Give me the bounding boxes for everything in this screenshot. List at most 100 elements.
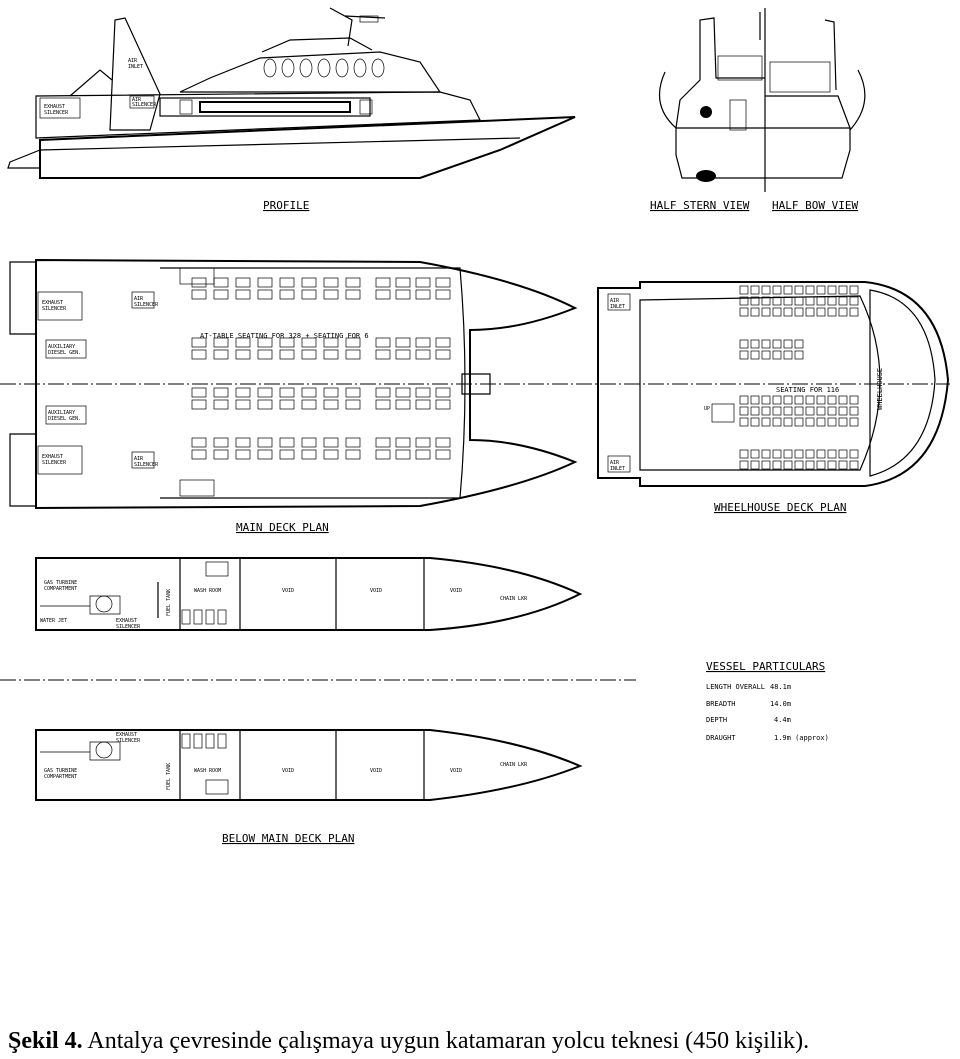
particular-value: 1.9m (approx) bbox=[774, 734, 829, 742]
seat bbox=[761, 339, 771, 349]
svg-text:EXHAUST: EXHAUST bbox=[116, 618, 137, 624]
seat bbox=[783, 460, 793, 470]
seat bbox=[794, 406, 804, 416]
svg-text:VOID: VOID bbox=[282, 588, 294, 594]
seat bbox=[395, 387, 411, 398]
seat bbox=[761, 460, 771, 470]
svg-text:CHAIN LKR: CHAIN LKR bbox=[500, 762, 528, 768]
seat bbox=[301, 387, 317, 398]
seat bbox=[761, 406, 771, 416]
seat bbox=[279, 337, 295, 348]
seat bbox=[191, 449, 207, 460]
seat bbox=[279, 349, 295, 360]
seat bbox=[838, 417, 848, 427]
seat bbox=[395, 337, 411, 348]
seat bbox=[838, 285, 848, 295]
seat bbox=[739, 395, 749, 405]
seat bbox=[772, 417, 782, 427]
svg-text:AIR: AIR bbox=[132, 97, 142, 103]
seat bbox=[750, 307, 760, 317]
seat bbox=[750, 350, 760, 360]
seat bbox=[816, 406, 826, 416]
seat bbox=[827, 449, 837, 459]
seat bbox=[794, 307, 804, 317]
seat bbox=[772, 350, 782, 360]
seat bbox=[783, 395, 793, 405]
seat bbox=[395, 437, 411, 448]
seat bbox=[794, 350, 804, 360]
seat bbox=[395, 399, 411, 410]
svg-text:EXHAUST: EXHAUST bbox=[42, 454, 63, 460]
seat bbox=[816, 417, 826, 427]
seat bbox=[213, 399, 229, 410]
seat bbox=[750, 339, 760, 349]
seat bbox=[257, 277, 273, 288]
seat bbox=[301, 277, 317, 288]
seat bbox=[235, 349, 251, 360]
svg-text:FUEL TANK: FUEL TANK bbox=[166, 589, 172, 616]
seat bbox=[772, 406, 782, 416]
seat bbox=[415, 387, 431, 398]
seat bbox=[257, 437, 273, 448]
vessel-particulars-title: VESSEL PARTICULARS bbox=[706, 660, 825, 673]
seat bbox=[794, 296, 804, 306]
seat bbox=[279, 449, 295, 460]
seat bbox=[345, 349, 361, 360]
seat bbox=[257, 449, 273, 460]
seat bbox=[761, 395, 771, 405]
seat bbox=[827, 417, 837, 427]
seat bbox=[838, 460, 848, 470]
seat bbox=[415, 349, 431, 360]
seat bbox=[435, 387, 451, 398]
svg-text:AIR: AIR bbox=[128, 58, 138, 64]
seat bbox=[415, 289, 431, 300]
wash-room-fixtures-top bbox=[181, 609, 227, 625]
seat bbox=[783, 296, 793, 306]
svg-text:AIR: AIR bbox=[134, 456, 144, 462]
seat bbox=[375, 277, 391, 288]
svg-text:SILENCER: SILENCER bbox=[134, 462, 159, 468]
figure-caption-text: Antalya çevresinde çalışmaya uygun katam… bbox=[87, 1028, 810, 1054]
seat bbox=[805, 417, 815, 427]
seat bbox=[783, 449, 793, 459]
half-stern-view-title: HALF STERN VIEW bbox=[650, 199, 750, 212]
seat bbox=[849, 460, 859, 470]
seat bbox=[827, 307, 837, 317]
svg-text:VOID: VOID bbox=[282, 768, 294, 774]
seat bbox=[415, 399, 431, 410]
svg-text:VOID: VOID bbox=[370, 768, 382, 774]
seat bbox=[323, 399, 339, 410]
half-bow-view-title: HALF BOW VIEW bbox=[772, 199, 858, 212]
seat bbox=[849, 285, 859, 295]
main-deck-plan-title: MAIN DECK PLAN bbox=[236, 521, 329, 534]
seat bbox=[323, 387, 339, 398]
wheelhouse-deck-plan: AIR INLET AIR INLET SEATING FOR 116 WHEE… bbox=[597, 281, 950, 514]
particular-name: DEPTH bbox=[706, 716, 727, 724]
svg-text:GAS TURBINE: GAS TURBINE bbox=[44, 580, 77, 586]
seat bbox=[816, 296, 826, 306]
svg-text:CHAIN LKR: CHAIN LKR bbox=[500, 596, 528, 602]
svg-text:EXHAUST: EXHAUST bbox=[42, 300, 63, 306]
below-main-deck-plan-title: BELOW MAIN DECK PLAN bbox=[222, 832, 354, 845]
seat bbox=[191, 277, 207, 288]
seat bbox=[213, 437, 229, 448]
seat bbox=[739, 417, 749, 427]
figure-caption-label: Şekil 4. bbox=[8, 1028, 83, 1054]
seat bbox=[739, 350, 749, 360]
seat bbox=[739, 285, 749, 295]
seat bbox=[375, 387, 391, 398]
seat bbox=[375, 337, 391, 348]
seat bbox=[816, 285, 826, 295]
seat bbox=[235, 387, 251, 398]
seat bbox=[805, 285, 815, 295]
seat bbox=[375, 399, 391, 410]
svg-text:INLET: INLET bbox=[610, 304, 625, 310]
seat bbox=[849, 307, 859, 317]
seat bbox=[761, 350, 771, 360]
svg-text:AUXILIARY: AUXILIARY bbox=[48, 410, 75, 416]
seat bbox=[301, 449, 317, 460]
seat bbox=[750, 449, 760, 459]
seat bbox=[772, 449, 782, 459]
svg-text:SILENCER: SILENCER bbox=[42, 460, 67, 466]
seat bbox=[301, 337, 317, 348]
